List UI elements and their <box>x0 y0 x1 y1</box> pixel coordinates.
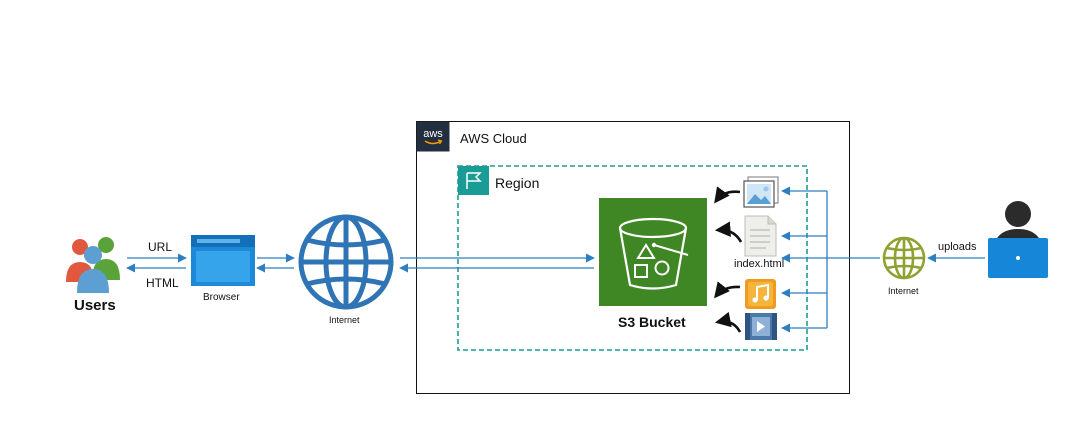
browser-icon <box>191 235 255 286</box>
internet-label: Internet <box>329 315 360 325</box>
users-icon <box>66 237 120 293</box>
internet-right-globe-icon <box>882 236 926 280</box>
image-to-s3-arrow <box>714 186 741 204</box>
html-label: HTML <box>146 276 179 290</box>
image-file-icon <box>743 176 779 208</box>
users-label: Users <box>74 297 116 314</box>
music-file-icon <box>745 279 776 309</box>
s3-bucket-label: S3 Bucket <box>618 314 686 330</box>
document-to-s3-arrow <box>714 221 743 243</box>
region-label: Region <box>495 175 540 191</box>
laptop-user-icon <box>988 201 1048 278</box>
video-file-icon <box>745 313 777 340</box>
aws-logo-icon: aws <box>416 121 450 152</box>
music-to-s3-arrow <box>714 281 741 299</box>
browser-label: Browser <box>203 292 240 303</box>
internet-globe-icon <box>298 214 394 310</box>
index-html-label: index.html <box>734 258 785 270</box>
aws-cloud-label: AWS Cloud <box>460 131 527 146</box>
video-to-s3-arrow <box>714 311 742 333</box>
region-flag-icon <box>458 166 489 195</box>
internet-right-label: Internet <box>888 286 919 296</box>
document-file-icon <box>744 215 777 257</box>
aws-logo-text: aws <box>423 128 443 140</box>
s3-bucket-icon <box>599 198 707 306</box>
uploads-label: uploads <box>938 241 977 253</box>
url-label: URL <box>148 240 173 254</box>
